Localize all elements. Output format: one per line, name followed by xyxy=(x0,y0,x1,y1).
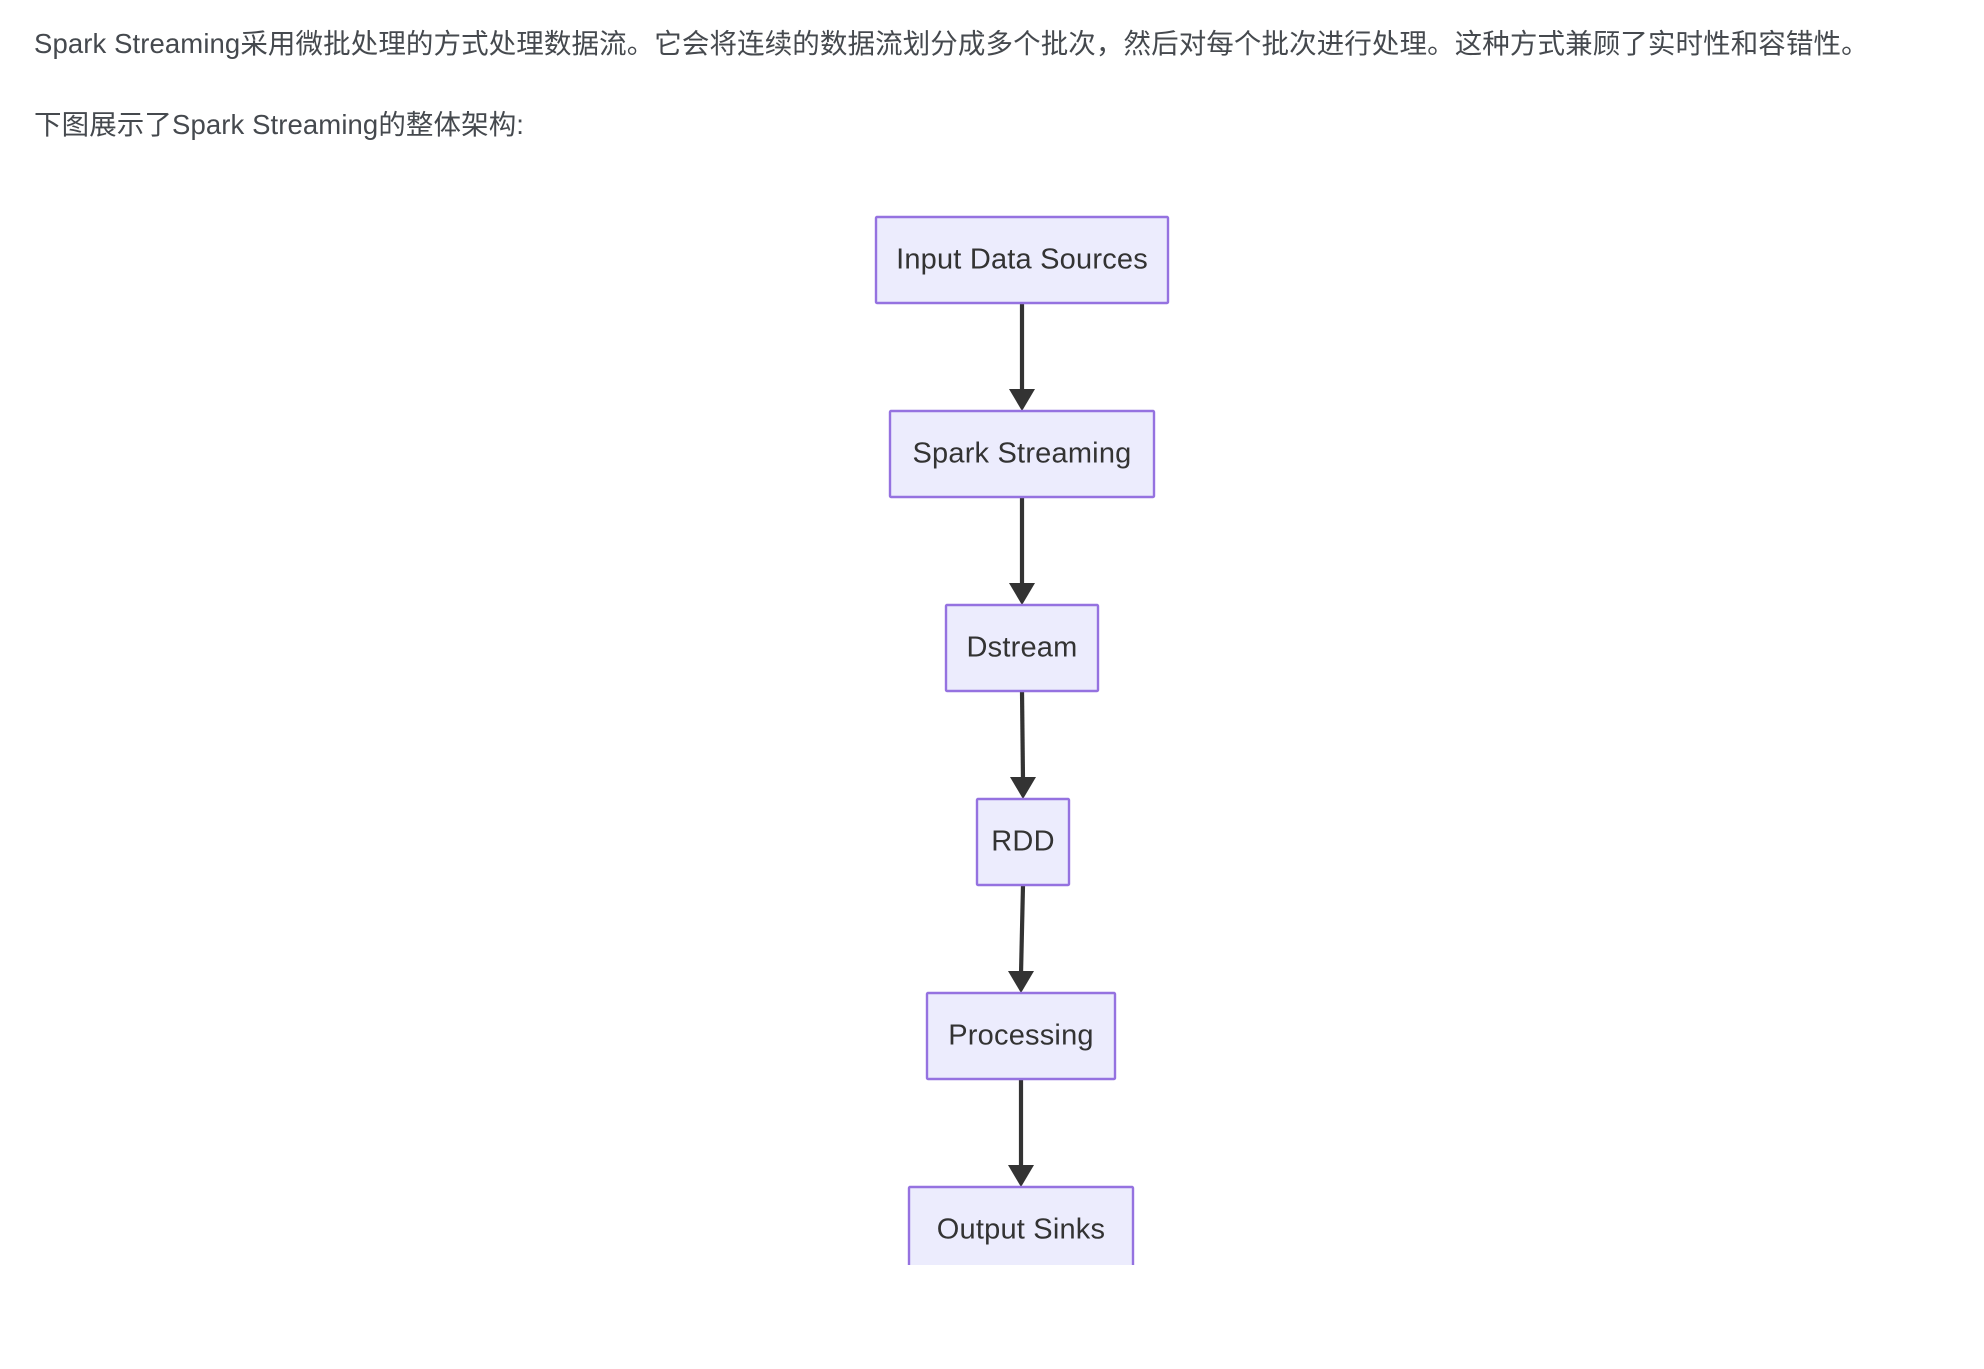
node-box[interactable] xyxy=(888,409,1156,499)
node-box[interactable] xyxy=(874,215,1170,305)
edge-arrowhead xyxy=(1008,1165,1034,1188)
edge-arrowhead xyxy=(1008,971,1034,994)
flow-node-processing[interactable]: Processing xyxy=(925,991,1117,1081)
edge-arrowhead xyxy=(1010,777,1036,800)
node-label: Dstream xyxy=(967,632,1078,664)
node-box[interactable] xyxy=(907,1185,1135,1266)
paragraph-intro: Spark Streaming采用微批处理的方式处理数据流。它会将连续的数据流划… xyxy=(34,28,1869,59)
article-text: Spark Streaming采用微批处理的方式处理数据流。它会将连续的数据流划… xyxy=(0,0,1984,147)
flow-node-streaming[interactable]: Spark Streaming xyxy=(888,409,1156,499)
node-box[interactable] xyxy=(944,603,1100,693)
flow-node-input[interactable]: Input Data Sources xyxy=(874,215,1170,305)
node-label: Output Sinks xyxy=(937,1214,1105,1246)
flow-node-rdd[interactable]: RDD xyxy=(975,797,1071,887)
edge-arrowhead xyxy=(1009,389,1035,412)
flow-edge xyxy=(1009,497,1035,606)
node-label: Processing xyxy=(948,1020,1093,1052)
paragraph-figure-caption: 下图展示了Spark Streaming的整体架构: xyxy=(34,108,525,140)
node-box[interactable] xyxy=(975,797,1071,887)
edge-arrowhead xyxy=(1009,583,1035,606)
flow-edge xyxy=(1009,303,1035,412)
edge-line xyxy=(1018,885,1026,975)
node-label: Spark Streaming xyxy=(913,438,1132,470)
node-box[interactable] xyxy=(925,991,1117,1081)
flow-node-dstream[interactable]: Dstream xyxy=(944,603,1100,693)
node-label: RDD xyxy=(991,826,1054,858)
flow-edge xyxy=(1010,691,1036,800)
flow-edge xyxy=(1008,1079,1034,1188)
flow-node-sinks[interactable]: Output Sinks xyxy=(907,1185,1135,1266)
edge-line xyxy=(1019,691,1026,781)
flow-edge xyxy=(1008,885,1034,994)
node-label: Input Data Sources xyxy=(896,244,1148,276)
